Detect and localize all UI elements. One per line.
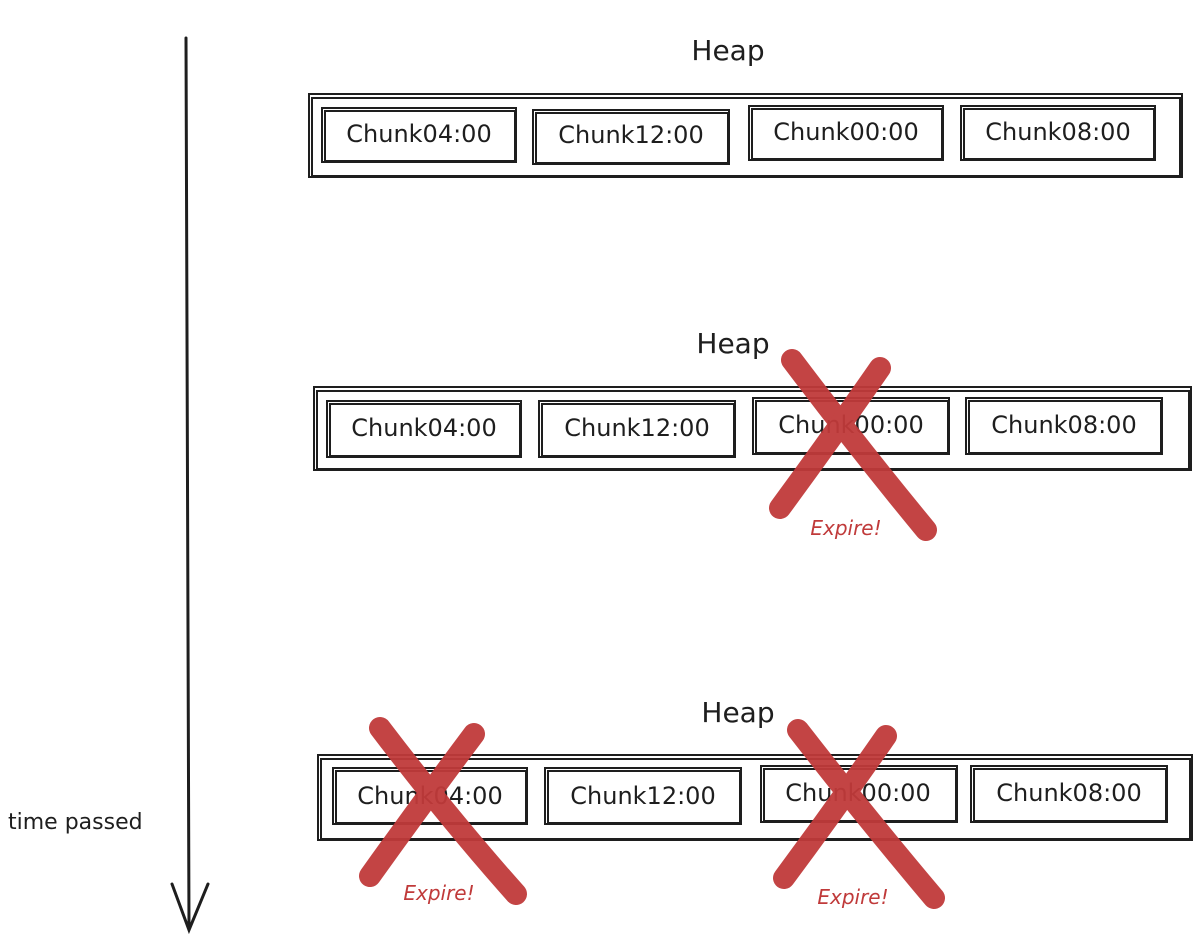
expire-stroke [787,719,945,909]
chunk-label: Chunk12:00 [564,414,709,442]
expire-label: Expire! [817,885,888,909]
expire-x-mark [773,719,945,909]
timeline-arrowhead [170,882,210,935]
heap-2: Heap Chunk04:00 Chunk12:00 Chunk00:0 [313,327,1192,541]
expire-stroke [769,357,891,519]
heap-title: Heap [696,327,769,360]
chunk-box: Chunk04:00 [321,107,517,163]
heap-3: Heap Chunk04:00 Chunk12:00 Chunk00:0 [317,696,1193,909]
heap-title: Heap [691,34,764,67]
expire-stroke [359,723,485,887]
chunk-label: Chunk00:00 [773,118,918,146]
heap-container [313,386,1192,471]
expire-stroke [781,349,937,541]
expire-stroke [773,725,897,889]
chunk-box: Chunk08:00 [965,397,1163,455]
expire-label: Expire! [403,881,474,905]
chunk-label: Chunk08:00 [996,779,1141,807]
chunk-label: Chunk08:00 [991,411,1136,439]
timeline-shaft [184,36,191,930]
expire-stroke [369,717,527,905]
heap-container [317,754,1193,841]
chunk-box: Chunk12:00 [538,400,736,458]
chunk-box: Chunk00:00 [748,105,944,161]
chunk-label: Chunk04:00 [346,120,491,148]
chunk-box: Chunk12:00 [544,767,742,825]
heap-title: Heap [701,696,774,729]
timeline-arrow [170,36,210,935]
chunk-box: Chunk08:00 [960,105,1156,161]
chunk-box: Chunk12:00 [532,109,730,165]
chunk-label: Chunk12:00 [570,782,715,810]
expire-label: Expire! [810,516,881,540]
chunk-label: Chunk04:00 [351,414,496,442]
heap-container [308,93,1183,178]
chunk-label: Chunk08:00 [985,118,1130,146]
chunk-box: Chunk08:00 [970,765,1168,823]
chunk-label: Chunk12:00 [558,121,703,149]
chunk-box: Chunk04:00 [326,400,522,458]
expire-x-mark [359,717,527,905]
expire-x-mark [769,349,937,541]
heap-1: Heap Chunk04:00 Chunk12:00 Chunk00:0 [308,34,1183,178]
timeline-label: time passed [8,810,143,835]
